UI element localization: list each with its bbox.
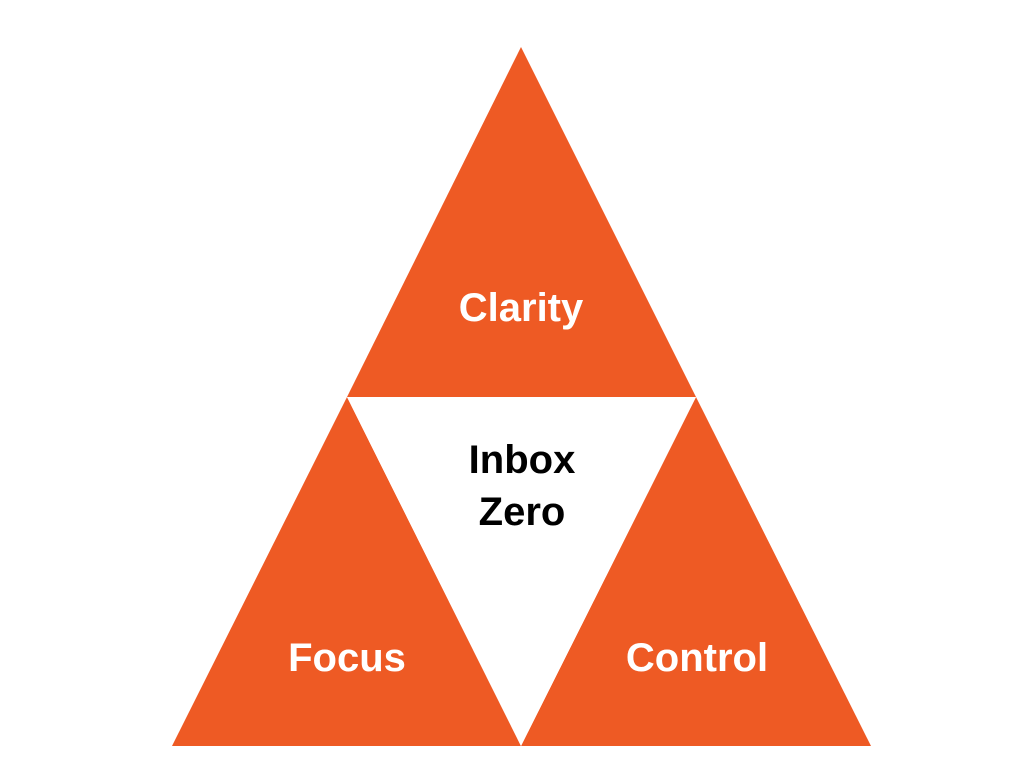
left-triangle <box>172 397 521 746</box>
inbox-zero-line-1: Inbox <box>468 438 576 482</box>
control-label: Control <box>625 636 769 680</box>
inbox-zero-label: Inbox Zero <box>422 434 622 538</box>
top-triangle <box>347 47 696 397</box>
right-triangle <box>521 397 871 746</box>
inbox-zero-line-2: Zero <box>478 490 566 534</box>
center-triangle <box>347 397 696 746</box>
clarity-label: Clarity <box>458 286 584 330</box>
focus-label: Focus <box>288 636 406 680</box>
